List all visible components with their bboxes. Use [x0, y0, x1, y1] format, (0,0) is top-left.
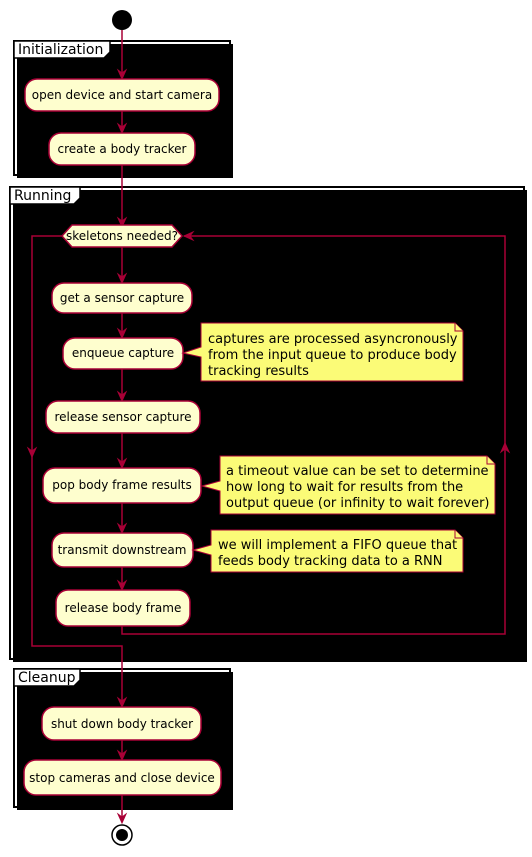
activity-get-capture-label: get a sensor capture — [60, 291, 184, 305]
activity-stop-cameras-label: stop cameras and close device — [29, 771, 215, 785]
running-partition-tab — [9, 186, 81, 205]
arrow-head — [499, 441, 511, 454]
activity-enqueue-capture-label: enqueue capture — [72, 346, 174, 360]
arrow-head — [116, 390, 128, 403]
cleanup-partition-tab — [13, 668, 81, 687]
start-node — [112, 10, 132, 30]
note-enqueue-line: tracking results — [208, 364, 309, 379]
arrow-head — [26, 446, 38, 459]
arrow-head — [116, 696, 128, 709]
cleanup-partition-title: Cleanup — [18, 670, 76, 686]
note-pop-line: output queue (or infinity to wait foreve… — [226, 496, 490, 511]
arrow-head — [116, 457, 128, 470]
flow-no-exit — [31, 235, 123, 702]
arrow-head — [116, 216, 128, 229]
flow-loop-back — [121, 235, 506, 635]
note-transmit-fold — [454, 530, 463, 539]
arrow-head — [116, 327, 128, 340]
arrow-head — [116, 812, 128, 825]
note-enqueue-line: captures are processed asyncronously — [208, 332, 458, 347]
arrow-head — [116, 749, 128, 762]
decision-label: skeletons needed? — [66, 229, 178, 243]
initialization-partition-title: Initialization — [18, 42, 103, 58]
activity-release-capture-label: release sensor capture — [54, 410, 191, 424]
arrow-head — [116, 272, 128, 285]
activity-release-capture — [45, 400, 201, 434]
activity-create-tracker — [48, 132, 196, 166]
arrow-head — [116, 579, 128, 592]
note-pop-line: how long to wait for results from the — [226, 480, 463, 495]
activity-open-device — [24, 78, 220, 112]
note-pop-fold — [486, 456, 495, 465]
arrow-head — [182, 230, 195, 242]
activity-stop-cameras — [23, 759, 222, 796]
arrow-head — [116, 68, 128, 81]
running-partition-title: Running — [14, 188, 71, 204]
activity-shut-down — [41, 706, 202, 741]
activity-get-capture — [51, 282, 193, 314]
note-transmit-line: we will implement a FIFO queue that — [218, 538, 457, 553]
activity-pop-results — [42, 467, 202, 504]
note-enqueue-text: captures are processed asyncronously fro… — [208, 332, 462, 379]
initialization-partition-tab — [13, 40, 111, 59]
activity-pop-results-label: pop body frame results — [52, 478, 191, 492]
activity-create-tracker-label: create a body tracker — [58, 142, 187, 156]
running-partition — [9, 186, 525, 660]
decision-no-label: no — [48, 224, 62, 237]
arrow-head — [116, 522, 128, 535]
note-transmit-text: we will implement a FIFO queue that feed… — [218, 538, 461, 569]
note-enqueue-line: from the input queue to produce body — [208, 348, 457, 363]
note-pop-text: a timeout value can be set to determine … — [226, 464, 493, 511]
note-enqueue-fold — [454, 323, 463, 332]
end-node-inner — [116, 829, 128, 841]
activity-release-frame-label: release body frame — [65, 601, 182, 615]
decision-skeletons-needed — [60, 224, 184, 248]
activity-release-frame — [55, 589, 191, 627]
activity-open-device-label: open device and start camera — [32, 88, 212, 102]
note-transmit-line: feeds body tracking data to a RNN — [218, 554, 443, 569]
arrow-head — [116, 122, 128, 135]
note-pop-line: a timeout value can be set to determine — [226, 464, 489, 479]
decision-yes-label: yes — [126, 249, 145, 262]
activity-transmit-label: transmit downstream — [58, 543, 187, 557]
activity-shut-down-label: shut down body tracker — [51, 717, 193, 731]
